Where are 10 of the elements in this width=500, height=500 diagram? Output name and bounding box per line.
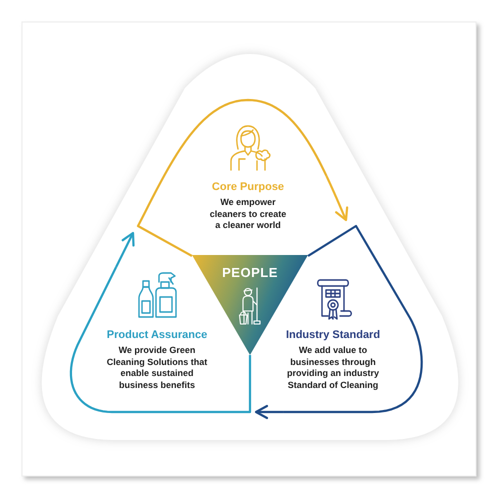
section-title: Industry Standard — [286, 328, 380, 342]
cycle-arrow — [254, 404, 284, 420]
section-title: Core Purpose — [212, 180, 284, 194]
section-title: Product Assurance — [106, 328, 208, 342]
description-text: We provide Green Cleaning Solutions that enable sustained business benefits — [106, 345, 208, 391]
cycle-arrow — [325, 175, 348, 222]
cycle-arrow — [115, 232, 135, 268]
description-text: We empower cleaners to create a cleaner world — [208, 197, 288, 232]
description-text: We add value to businesses through providing an industry Standard of Cleaning — [286, 345, 380, 391]
center-label: PEOPLE — [222, 265, 278, 280]
